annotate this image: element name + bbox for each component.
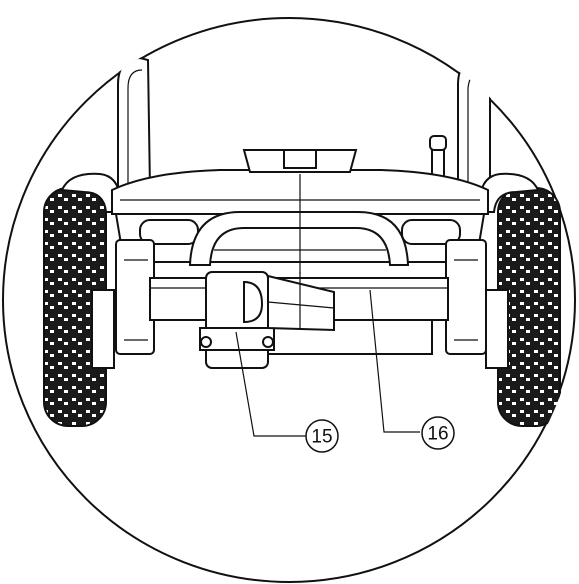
leader-line-16 <box>369 289 420 433</box>
right-fender <box>479 172 540 213</box>
right-rear-wheel <box>485 187 561 427</box>
leader-line-15 <box>235 331 306 437</box>
transmission <box>267 272 335 332</box>
callout-15: 15 <box>305 419 339 453</box>
callout-16-label: 16 <box>427 424 448 445</box>
left-hub <box>115 239 155 355</box>
callout-15-label: 15 <box>311 427 332 448</box>
detail-circle <box>2 17 576 583</box>
right-hub <box>445 239 487 355</box>
callout-16: 16 <box>421 416 455 450</box>
left-backrest-post <box>117 56 152 191</box>
right-backrest-post <box>457 56 491 191</box>
left-fender <box>60 172 121 213</box>
motor <box>199 271 275 369</box>
left-rear-wheel <box>43 187 115 427</box>
